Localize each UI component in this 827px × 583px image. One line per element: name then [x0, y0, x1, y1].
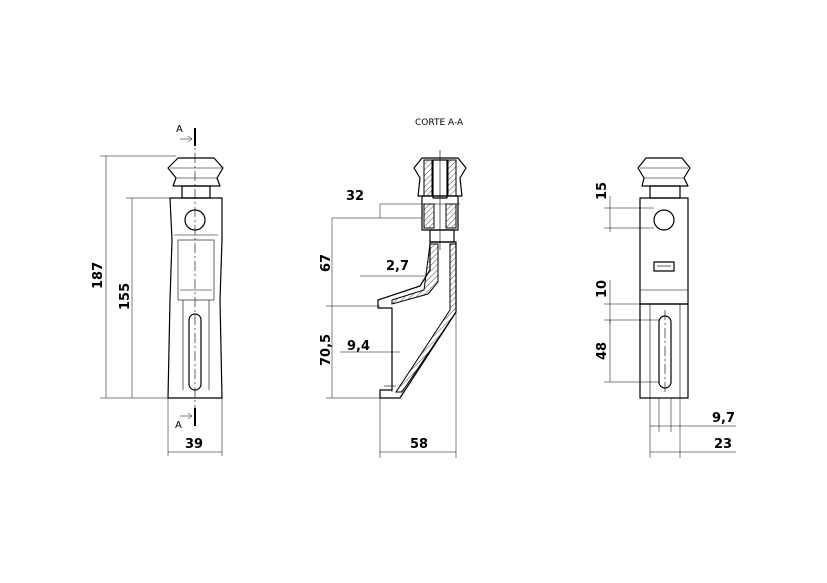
front-view: A A 187 155 39 — [91, 124, 224, 456]
section-title: CORTE A-A — [415, 118, 464, 128]
side-knob — [637, 157, 691, 187]
side-body-lower — [639, 303, 689, 399]
dim-hole-offset: 15 — [595, 182, 610, 200]
dim-lip-width: 9,4 — [347, 339, 370, 354]
front-knob — [167, 157, 224, 187]
dim-lower-height: 70,5 — [319, 334, 334, 366]
section-marker-bottom: A — [175, 420, 182, 431]
section-knob — [413, 157, 467, 197]
dim-slot-width: 9,7 — [712, 411, 735, 426]
dim-slot-height: 48 — [595, 342, 610, 360]
dim-width: 39 — [185, 437, 203, 452]
dim-overall-height: 187 — [91, 262, 106, 289]
side-hole — [653, 209, 675, 231]
dim-offset-top: 32 — [346, 189, 364, 204]
section-view: CORTE A-A 32 67 2,7 70,5 — [319, 118, 467, 458]
dim-body-width: 23 — [714, 437, 732, 452]
dim-gap-height: 10 — [595, 280, 610, 298]
section-marker-top: A — [176, 124, 183, 135]
dim-total-depth: 58 — [410, 437, 428, 452]
dim-body-height: 155 — [118, 283, 133, 310]
side-body-upper — [639, 197, 689, 305]
dim-wall-thickness: 2,7 — [386, 259, 409, 274]
dim-upper-height: 67 — [319, 254, 334, 272]
side-logo — [653, 261, 675, 272]
side-view: 15 10 48 9,7 23 — [595, 157, 736, 458]
